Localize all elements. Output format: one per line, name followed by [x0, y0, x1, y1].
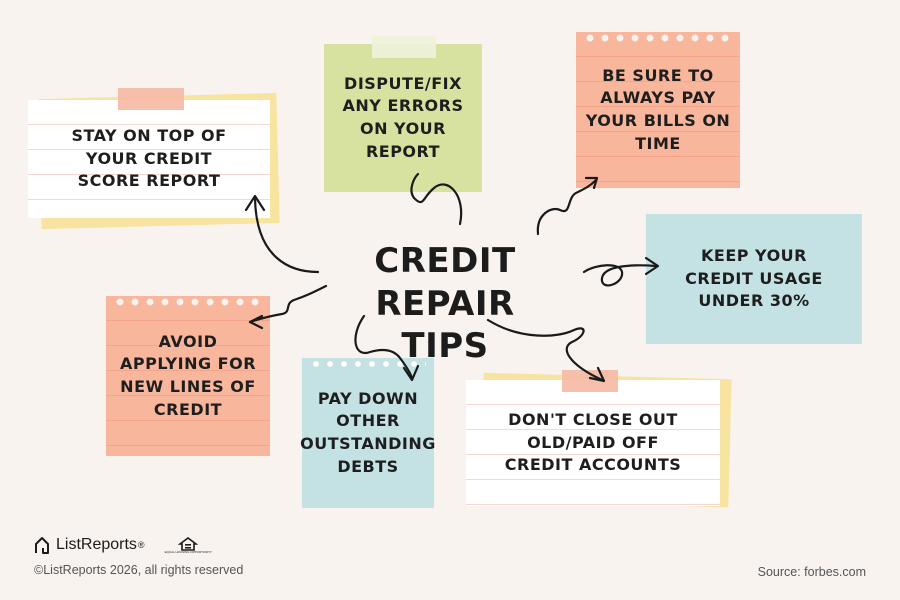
- title-line: TIPS: [401, 326, 489, 366]
- note-line: CREDIT ACCOUNTS: [504, 455, 682, 475]
- punched-holes: [584, 32, 732, 44]
- note-line: ON YOUR: [359, 119, 446, 138]
- page-title: CREDIT REPAIR TIPS: [320, 240, 570, 368]
- note-line: TIME: [635, 133, 681, 153]
- note-dont-close: DON'T CLOSE OUT OLD/PAID OFF CREDIT ACCO…: [466, 380, 720, 506]
- note-line: APPLYING FOR: [119, 354, 257, 374]
- note-pay-bills: BE SURE TO ALWAYS PAY YOUR BILLS ON TIME: [576, 32, 740, 188]
- copyright: ©ListReports 2026, all rights reserved: [34, 563, 244, 577]
- tape: [372, 36, 436, 58]
- brand-logo: ListReports® EQUAL HOUSING OPPORTUNITY: [34, 536, 212, 554]
- note-pay-down: PAY DOWN OTHER OUTSTANDING DEBTS: [300, 358, 436, 508]
- source-credit: Source: forbes.com: [757, 565, 866, 579]
- note-line: KEEP YOUR: [701, 245, 807, 265]
- note-line: CREDIT USAGE: [685, 268, 823, 288]
- note-line: REPORT: [365, 141, 441, 161]
- note-line: OUTSTANDING: [300, 434, 436, 453]
- note-line: OLD/PAID OFF: [527, 432, 659, 452]
- note-line: BE SURE TO: [602, 65, 714, 85]
- note-line: OTHER: [336, 411, 400, 431]
- house-logo-icon: [35, 537, 49, 554]
- note-avoid: AVOID APPLYING FOR NEW LINES OF CREDIT: [106, 296, 270, 456]
- note-line: YOUR CREDIT: [85, 148, 213, 168]
- note-line: DISPUTE/FIX: [344, 73, 462, 93]
- note-line: NEW LINES OF: [120, 377, 256, 396]
- note-line: AVOID: [158, 331, 218, 351]
- note-line: ANY ERRORS: [342, 96, 464, 116]
- note-line: YOUR BILLS ON: [585, 111, 731, 130]
- equal-housing-text: EQUAL HOUSING OPPORTUNITY: [164, 549, 212, 554]
- tape: [562, 370, 618, 392]
- brand-name: ListReports: [56, 536, 137, 553]
- tape: [118, 88, 184, 110]
- equal-housing-icon: EQUAL HOUSING OPPORTUNITY: [164, 536, 212, 554]
- note-line: ALWAYS PAY: [600, 88, 716, 108]
- note-credit-usage: KEEP YOUR CREDIT USAGE UNDER 30%: [646, 214, 862, 344]
- note-dispute: DISPUTE/FIX ANY ERRORS ON YOUR REPORT: [324, 44, 482, 192]
- brand-mark: ®: [137, 540, 145, 550]
- note-line: SCORE REPORT: [77, 171, 221, 191]
- note-line: STAY ON TOP OF: [71, 125, 227, 145]
- note-line: PAY DOWN: [317, 388, 419, 408]
- note-stay-on-top: STAY ON TOP OF YOUR CREDIT SCORE REPORT: [28, 100, 270, 218]
- note-line: CREDIT: [153, 399, 223, 419]
- title-line: CREDIT REPAIR: [374, 241, 516, 324]
- note-line: DEBTS: [337, 456, 399, 476]
- note-line: UNDER 30%: [698, 291, 810, 311]
- note-line: DON'T CLOSE OUT: [508, 409, 678, 429]
- punched-holes: [114, 296, 262, 308]
